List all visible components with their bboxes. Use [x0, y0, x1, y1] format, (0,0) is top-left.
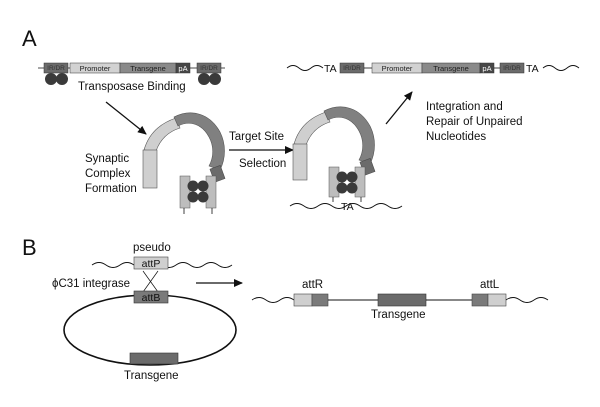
- integration-label-line1: Integration and: [426, 101, 503, 113]
- ir-left-label: IR/DR: [343, 65, 361, 72]
- ir-box-right: [354, 166, 366, 198]
- synaptic-label-line2: Complex: [85, 168, 131, 180]
- transposase-circle: [209, 73, 221, 85]
- plasmid: attB: [63, 290, 237, 366]
- attr-label: attR: [302, 279, 323, 291]
- panel-b-label: B: [22, 235, 37, 260]
- locus-transgene-label: Transgene: [371, 309, 426, 321]
- transposase-circle: [197, 191, 209, 203]
- selection-label: Selection: [239, 158, 286, 170]
- pa-box: [175, 62, 191, 74]
- genomic-wavy-right: [542, 65, 580, 71]
- genomic-wavy-left: [251, 297, 295, 303]
- synaptic-label-line1: Synaptic: [85, 153, 129, 165]
- ir-right-label: IR/DR: [200, 65, 218, 72]
- integrated-locus: [251, 293, 549, 307]
- transposase-binding-label: Transposase Binding: [78, 81, 186, 93]
- synaptic-complex: [142, 112, 226, 214]
- promoter-label: Promoter: [382, 64, 413, 73]
- genomic-wavy-right: [505, 297, 549, 303]
- transgene-label: Transgene: [130, 64, 166, 73]
- transposase-circle: [346, 171, 358, 183]
- transposase-circle: [197, 180, 209, 192]
- synaptic-label-line3: Formation: [85, 183, 137, 195]
- integration-label-line3: Nucleotides: [426, 131, 486, 143]
- plasmid-transgene-box: [129, 352, 179, 365]
- transposase-circle: [187, 180, 199, 192]
- target-complex: TA: [289, 106, 403, 213]
- attl-box-light: [487, 293, 507, 307]
- attp-label: attP: [142, 258, 161, 270]
- complex-light-arm: [292, 143, 308, 181]
- ir-left-box: [43, 62, 69, 74]
- complex-loop-dark: [323, 106, 375, 165]
- attb-box: [133, 290, 169, 304]
- attr-box-light: [293, 293, 313, 307]
- ta-right-label: TA: [526, 63, 539, 75]
- crossover-line: [142, 270, 159, 293]
- transposase-circle: [45, 73, 57, 85]
- pa-label: pA: [178, 64, 187, 73]
- attl-box-dark: [471, 293, 489, 307]
- transposase-circle: [336, 171, 348, 183]
- pseudo-label: pseudo: [133, 242, 171, 254]
- transgene-label: Transgene: [433, 64, 469, 73]
- integration-label-line2: Repair of Unpaired: [426, 116, 523, 128]
- pseudo-attp-site: attP: [91, 256, 233, 270]
- attb-label: attB: [142, 292, 161, 304]
- ir-box-right: [205, 175, 217, 209]
- ir-right-label: IR/DR: [503, 65, 521, 72]
- transposase-circle: [56, 73, 68, 85]
- target-site-label: Target Site: [229, 131, 284, 143]
- integrated-element: TA IR/DR Promoter Transgene pA IR/DR TA: [286, 62, 580, 75]
- attr-box-dark: [311, 293, 329, 307]
- ir-box-left: [179, 175, 191, 209]
- complex-loop-light: [143, 117, 181, 152]
- transposase-circle: [346, 182, 358, 194]
- ir-right-box: [196, 62, 222, 74]
- attp-box: [133, 256, 169, 270]
- plasmid-transgene-label: Transgene: [124, 370, 179, 382]
- pa-label: pA: [482, 64, 491, 73]
- phic31-integrase-label: ϕC31 integrase: [52, 278, 130, 290]
- transposase-circle: [336, 182, 348, 194]
- target-ta-label: TA: [341, 201, 354, 213]
- complex-loop-dark: [173, 112, 225, 171]
- ir-box-left: [328, 166, 340, 198]
- target-dna-wavy-line: [289, 203, 403, 209]
- promoter-label: Promoter: [80, 64, 111, 73]
- arrow-binding-to-complex: [105, 101, 147, 135]
- arrow-to-integration: [385, 91, 413, 125]
- complex-light-arm: [142, 149, 158, 189]
- ir-right-box: [499, 62, 525, 74]
- transposase-circle: [187, 191, 199, 203]
- transposase-circle: [198, 73, 210, 85]
- locus-transgene-box: [377, 293, 427, 307]
- ta-left-label: TA: [324, 63, 337, 75]
- complex-loop-light: [293, 111, 331, 146]
- attl-label: attL: [480, 279, 500, 291]
- panel-a-label: A: [22, 26, 37, 51]
- transposon-element: IR/DR Promoter Transgene pA IR/DR: [38, 62, 225, 85]
- genomic-wavy-left: [286, 65, 324, 71]
- ir-left-label: IR/DR: [47, 65, 65, 72]
